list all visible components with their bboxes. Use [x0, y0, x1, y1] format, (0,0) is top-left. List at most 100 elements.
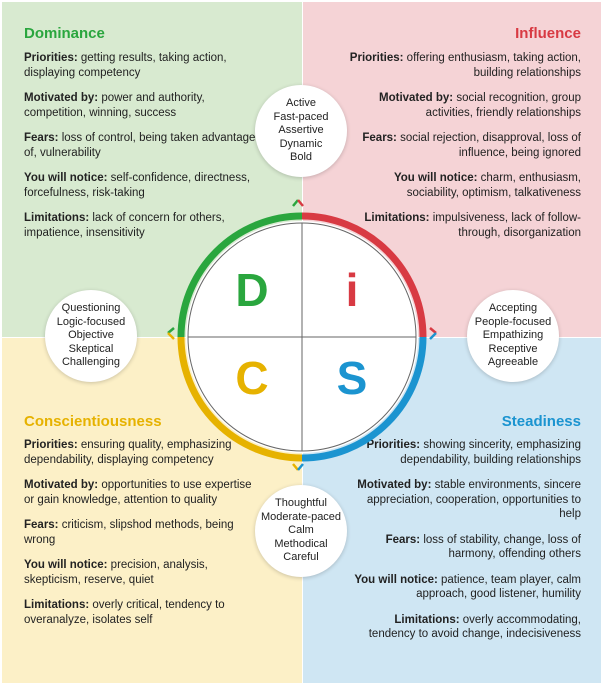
trait-item: Motivated by: power and authority, compe… — [24, 91, 264, 120]
conscientiousness-traits: Priorities: ensuring quality, emphasizin… — [24, 438, 264, 638]
trait-text: opportunities to use expertise or gain k… — [24, 479, 252, 506]
trait-label: Priorities: — [24, 52, 78, 64]
trait-item: Motivated by: stable environments, since… — [346, 478, 581, 522]
trait-label: Limitations: — [394, 613, 460, 626]
trait-item: You will notice: charm, enthusiasm, soci… — [346, 171, 581, 200]
steadiness-traits: Priorities: showing sincerity, emphasizi… — [346, 438, 581, 653]
bubble-word: Agreeable — [487, 356, 539, 369]
trait-text: loss of control, being taken advantage o… — [24, 132, 256, 159]
trait-item: Fears: criticism, slipshod methods, bein… — [24, 518, 264, 547]
arrow-left-icon — [167, 332, 175, 340]
bubble-word: Careful — [283, 551, 319, 564]
trait-label: Motivated by: — [357, 479, 432, 491]
trait-label: You will notice: — [354, 573, 438, 586]
dominance-arc — [177, 212, 303, 338]
bubble-word: Thoughtful — [275, 497, 327, 510]
trait-text: precision, analysis, skepticism, reserve… — [24, 559, 208, 586]
bubble-word: Empathizing — [482, 329, 544, 342]
influence-traits: Priorities: offering enthusiasm, taking … — [346, 51, 581, 251]
dominance-traits: Priorities: getting results, taking acti… — [24, 51, 264, 251]
bubble-word: Challenging — [61, 356, 121, 369]
letter-i: i — [346, 264, 359, 316]
bubble-word: Objective — [68, 329, 114, 342]
trait-label: Priorities: — [349, 52, 404, 64]
bubble-word: Assertive — [278, 124, 324, 137]
trait-label: Priorities: — [366, 439, 421, 451]
trait-item: Limitations: impulsiveness, lack of foll… — [346, 211, 581, 240]
steadiness-heading: Steadiness — [501, 413, 581, 430]
trait-text: charm, enthusiasm, sociability, optimism… — [406, 172, 581, 199]
trait-item: Motivated by: social recognition, group … — [346, 91, 581, 120]
trait-text: loss of stability, change, loss of harmo… — [420, 533, 581, 561]
trait-label: Limitations: — [24, 599, 90, 611]
bubble-dominance-conscientiousness: Questioning Logic-focused Objective Skep… — [45, 290, 137, 382]
trait-text: offering enthusiasm, taking action, buil… — [403, 52, 581, 79]
trait-item: Fears: loss of control, being taken adva… — [24, 131, 264, 160]
trait-text: power and authority, competition, winnin… — [24, 92, 205, 119]
trait-label: You will notice: — [24, 172, 108, 184]
trait-text: stable environments, sincere appreciatio… — [366, 479, 581, 520]
trait-label: You will notice: — [24, 559, 108, 571]
influence-arc — [301, 212, 427, 338]
trait-item: Priorities: showing sincerity, emphasizi… — [346, 438, 581, 467]
trait-item: You will notice: precision, analysis, sk… — [24, 558, 264, 587]
trait-item: Limitations: overly critical, tendency t… — [24, 598, 264, 627]
trait-text: social rejection, disapproval, loss of i… — [396, 132, 581, 159]
trait-item: You will notice: patience, team player, … — [346, 573, 581, 602]
trait-label: Fears: — [24, 519, 59, 531]
bubble-word: Active — [286, 97, 316, 110]
letter-d: D — [235, 264, 268, 316]
trait-text: patience, team player, calm approach, go… — [416, 573, 581, 601]
trait-text: ensuring quality, emphasizing dependabil… — [24, 439, 232, 466]
arrow-right-icon — [429, 332, 437, 340]
bubble-word: Logic-focused — [56, 315, 126, 328]
arrow-up-icon — [292, 199, 299, 207]
arrow-up-icon — [297, 199, 304, 207]
arrow-down-icon — [292, 463, 299, 471]
bubble-word: Calm — [288, 524, 314, 537]
bubble-word: Dynamic — [279, 137, 323, 150]
arrow-left-icon — [167, 327, 175, 334]
arrow-down-icon — [297, 463, 304, 471]
trait-item: Priorities: getting results, taking acti… — [24, 51, 264, 80]
conscientiousness-arc — [177, 336, 303, 462]
trait-item: Limitations: lack of concern for others,… — [24, 211, 264, 240]
trait-label: Fears: — [362, 132, 397, 144]
trait-label: You will notice: — [393, 172, 478, 184]
trait-text: social recognition, group activities, fr… — [425, 92, 581, 119]
trait-label: Priorities: — [24, 439, 78, 451]
arrow-right-icon — [429, 327, 437, 334]
trait-item: Priorities: ensuring quality, emphasizin… — [24, 438, 264, 467]
trait-text: overly accommodating, tendency to avoid … — [368, 613, 581, 641]
bubble-word: Accepting — [488, 302, 538, 315]
trait-label: Limitations: — [24, 212, 90, 224]
trait-item: Fears: loss of stability, change, loss o… — [346, 533, 581, 562]
trait-label: Motivated by: — [24, 92, 99, 104]
trait-item: Limitations: overly accommodating, tende… — [346, 613, 581, 642]
bubble-word: Bold — [289, 151, 313, 164]
bubble-word: Methodical — [274, 537, 328, 550]
trait-text: impulsiveness, lack of follow-through, d… — [429, 212, 581, 239]
trait-text: lack of concern for others, impatience, … — [24, 212, 225, 239]
trait-text: getting results, taking action, displayi… — [24, 52, 227, 79]
trait-text: criticism, slipshod methods, being wrong — [24, 519, 234, 546]
trait-label: Limitations: — [364, 212, 430, 224]
trait-item: Fears: social rejection, disapproval, lo… — [346, 131, 581, 160]
bubble-word: Fast-paced — [273, 110, 329, 123]
trait-text: overly critical, tendency to overanalyze… — [24, 599, 225, 626]
trait-label: Fears: — [24, 132, 59, 144]
trait-item: You will notice: self-confidence, direct… — [24, 171, 264, 200]
bubble-conscientiousness-steadiness: Thoughtful Moderate-paced Calm Methodica… — [255, 485, 347, 577]
trait-label: Motivated by: — [24, 479, 99, 491]
bubble-word: Moderate-paced — [260, 510, 342, 523]
bubble-dominance-influence: Active Fast-paced Assertive Dynamic Bold — [255, 85, 347, 177]
conscientiousness-heading: Conscientiousness — [24, 413, 162, 430]
letter-c: C — [235, 352, 268, 404]
bubble-word: Questioning — [61, 302, 121, 315]
trait-text: self-confidence, directness, forcefulnes… — [24, 172, 251, 199]
trait-label: Fears: — [385, 533, 421, 546]
bubble-word: Receptive — [488, 342, 538, 355]
trait-item: Motivated by: opportunities to use exper… — [24, 478, 264, 507]
letter-s: S — [337, 352, 368, 404]
